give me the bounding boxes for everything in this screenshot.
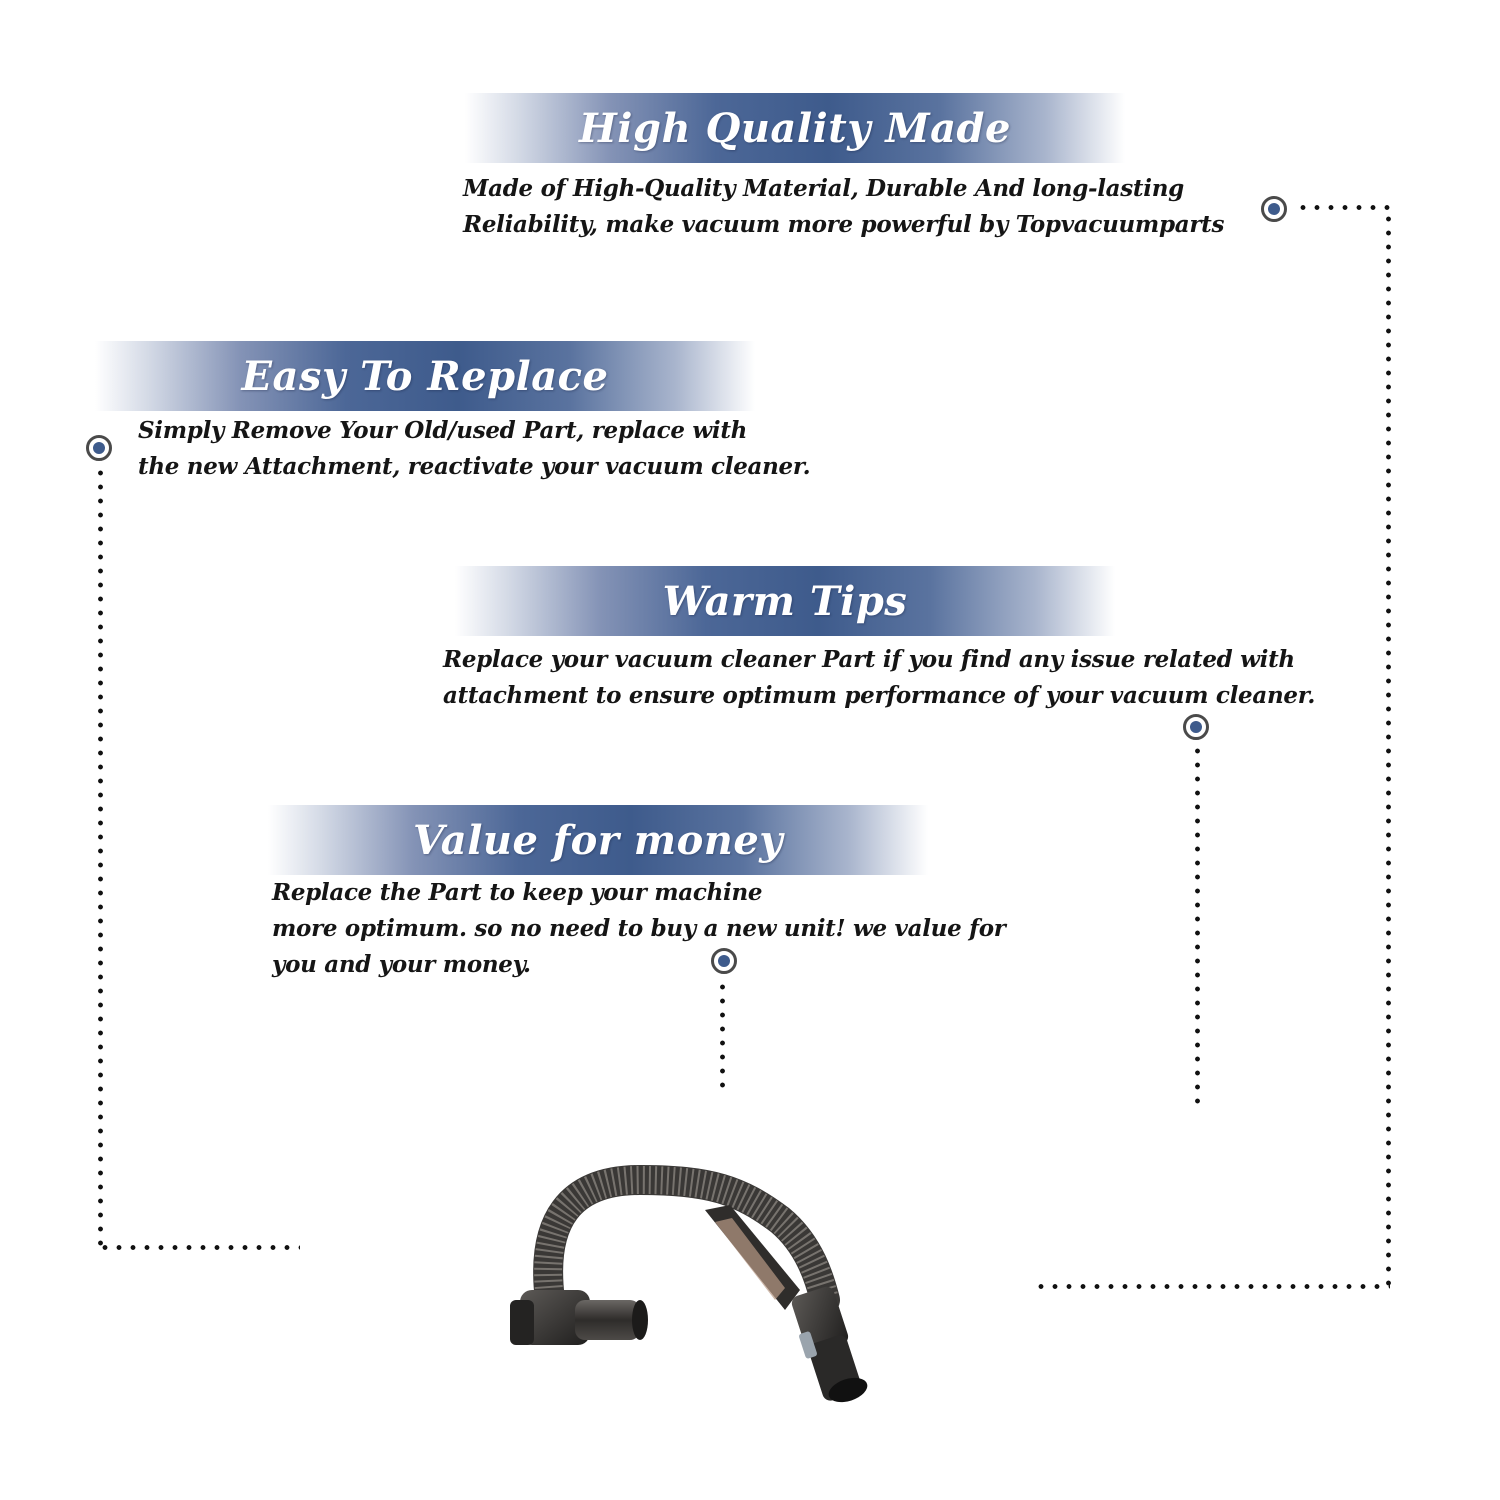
desc-line: Made of High-Quality Material, Durable A… (463, 175, 1184, 202)
vacuum-hose-image (510, 1164, 868, 1403)
desc-line: Replace the Part to keep your machine (272, 879, 763, 906)
banner-value-money: Value for money (268, 805, 928, 875)
connector-line (1034, 1284, 1390, 1289)
title-value-money: Value for money (412, 816, 784, 864)
marker-icon (1183, 714, 1209, 740)
desc-value-money: Replace the Part to keep your machine mo… (272, 875, 1006, 983)
title-easy-replace: Easy To Replace (241, 352, 609, 400)
banner-high-quality: High Quality Made (465, 93, 1125, 163)
desc-line: more optimum. so no need to buy a new un… (272, 915, 1006, 942)
desc-easy-replace: Simply Remove Your Old/used Part, replac… (138, 413, 811, 485)
marker-icon (711, 948, 737, 974)
title-warm-tips: Warm Tips (662, 577, 908, 625)
connector-line (720, 980, 725, 1092)
desc-line: Simply Remove Your Old/used Part, replac… (138, 417, 748, 444)
connector-line (98, 466, 103, 1254)
connector-line (98, 1245, 300, 1250)
marker-icon (86, 435, 112, 461)
desc-line: the new Attachment, reactivate your vacu… (138, 453, 811, 480)
desc-line: you and your money. (272, 951, 531, 978)
connector-line (1195, 744, 1200, 1108)
connector-line (1296, 205, 1392, 210)
desc-line: Reliability, make vacuum more powerful b… (463, 211, 1225, 238)
title-high-quality: High Quality Made (579, 104, 1011, 152)
desc-line: Replace your vacuum cleaner Part if you … (443, 646, 1295, 673)
desc-warm-tips: Replace your vacuum cleaner Part if you … (443, 642, 1315, 714)
desc-high-quality: Made of High-Quality Material, Durable A… (463, 171, 1224, 243)
banner-easy-replace: Easy To Replace (95, 341, 755, 411)
desc-line: attachment to ensure optimum performance… (443, 682, 1316, 709)
connector-line (1386, 212, 1391, 1292)
marker-icon (1261, 196, 1287, 222)
banner-warm-tips: Warm Tips (455, 566, 1115, 636)
